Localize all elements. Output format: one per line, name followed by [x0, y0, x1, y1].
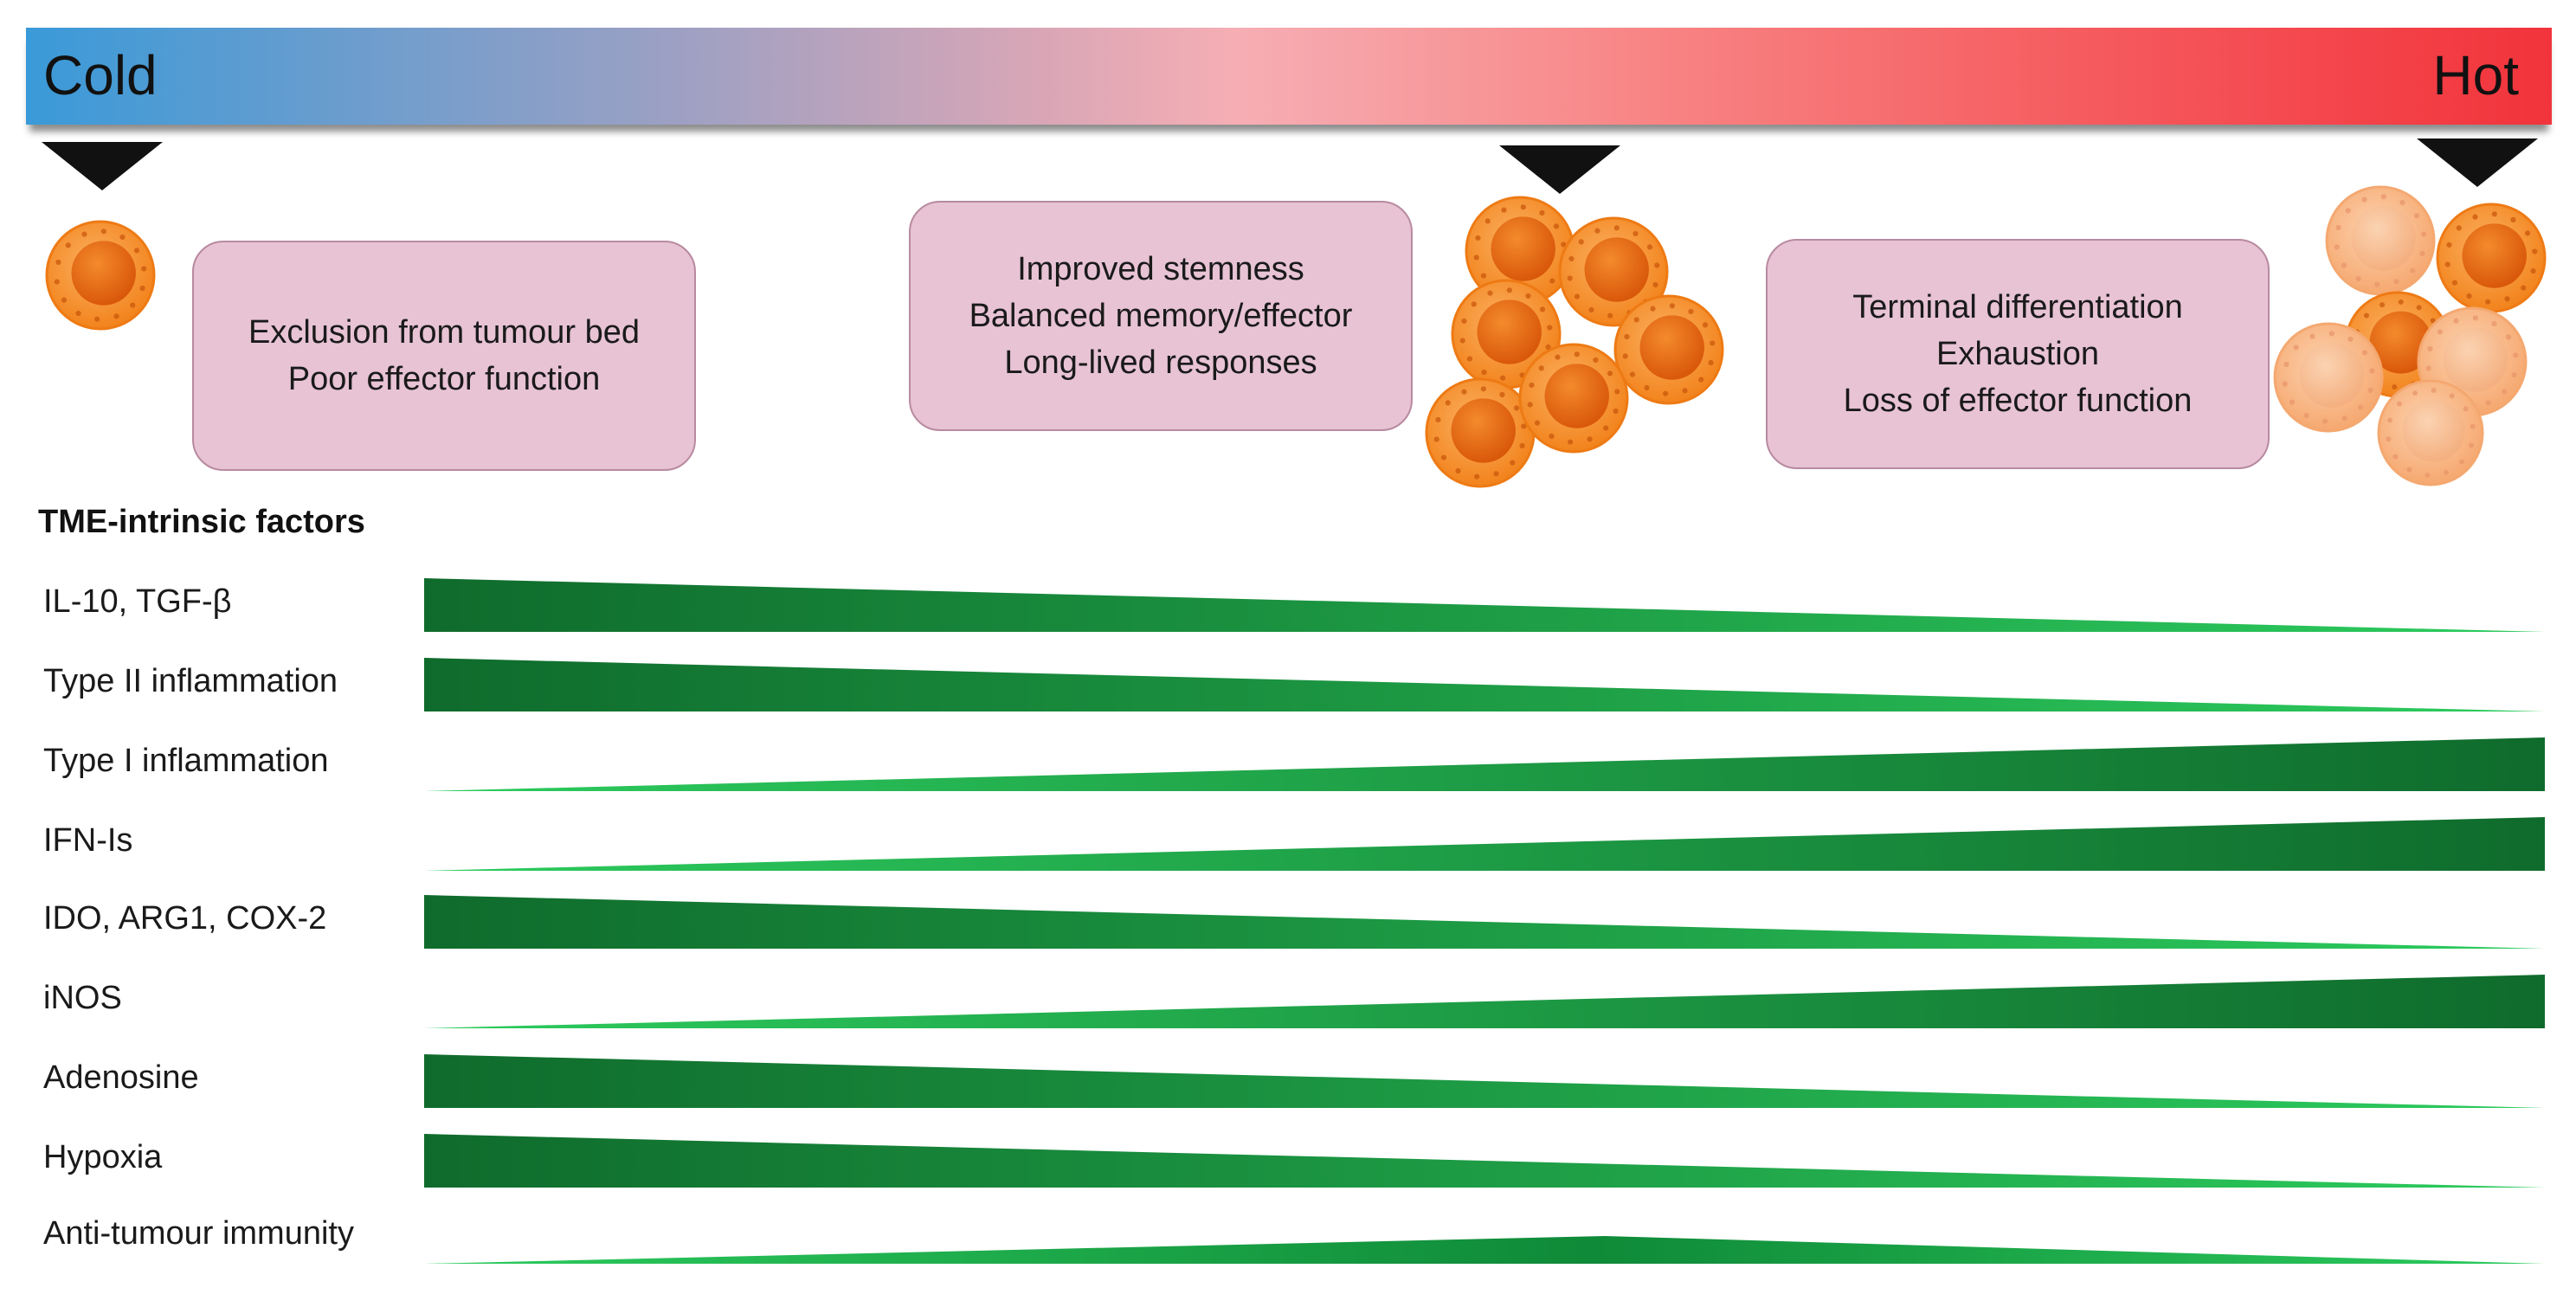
t-cell-icon	[1613, 294, 1724, 405]
balanced-state-box: Improved stemness Balanced memory/effect…	[909, 201, 1413, 431]
factor-wedge	[424, 1134, 2545, 1188]
hot-state-box: Terminal differentiation Exhaustion Loss…	[1766, 239, 2270, 469]
hot-pointer-icon	[2417, 138, 2538, 187]
t-cell-icon	[1451, 279, 1562, 390]
factor-label: Anti-tumour immunity	[43, 1215, 354, 1252]
factor-label: IL-10, TGF-β	[43, 583, 232, 620]
box-line: Improved stemness	[1017, 251, 1304, 287]
t-cell-icon	[2436, 203, 2547, 313]
box-line: Poor effector function	[287, 361, 601, 397]
t-cell-icon	[1518, 343, 1629, 454]
box-line: Long-lived responses	[1004, 344, 1317, 381]
factor-label: IFN-Is	[43, 822, 133, 859]
factor-label: iNOS	[43, 980, 122, 1016]
factor-wedge	[424, 737, 2545, 791]
box-line: Balanced memory/effector	[969, 298, 1353, 334]
hot-label: Hot	[2432, 44, 2519, 106]
pale-t-cell-icon	[2377, 379, 2484, 486]
factor-wedge	[424, 817, 2545, 871]
cold-state-box: Exclusion from tumour bed Poor effector …	[192, 241, 696, 471]
factor-wedge	[424, 895, 2545, 949]
cold-label: Cold	[43, 44, 158, 106]
factor-label: Adenosine	[43, 1059, 199, 1096]
factor-wedge	[424, 1236, 2545, 1264]
box-line: Exhaustion	[1935, 336, 2099, 372]
factor-wedge	[424, 658, 2545, 711]
box-line: Exclusion from tumour bed	[248, 314, 640, 351]
cold-hot-gradient-bar	[26, 28, 2552, 125]
middle-pointer-icon	[1499, 145, 1620, 194]
pale-t-cell-icon	[2273, 322, 2384, 433]
t-cell-icon	[1425, 377, 1536, 488]
factor-label: IDO, ARG1, COX-2	[43, 900, 327, 937]
factor-label: Type I inflammation	[43, 743, 329, 779]
t-cell-icon	[1465, 196, 1575, 306]
box-line: Loss of effector function	[1843, 383, 2193, 419]
box-line: Terminal differentiation	[1852, 289, 2183, 325]
factor-wedge	[424, 975, 2545, 1028]
factor-label: Hypoxia	[43, 1139, 163, 1175]
factor-label: Type II inflammation	[43, 663, 338, 699]
t-cell-icon	[45, 220, 156, 331]
factor-wedge	[424, 1054, 2545, 1108]
cold-pointer-icon	[42, 142, 163, 190]
factor-wedge	[424, 578, 2545, 632]
factors-heading: TME-intrinsic factors	[38, 504, 365, 540]
